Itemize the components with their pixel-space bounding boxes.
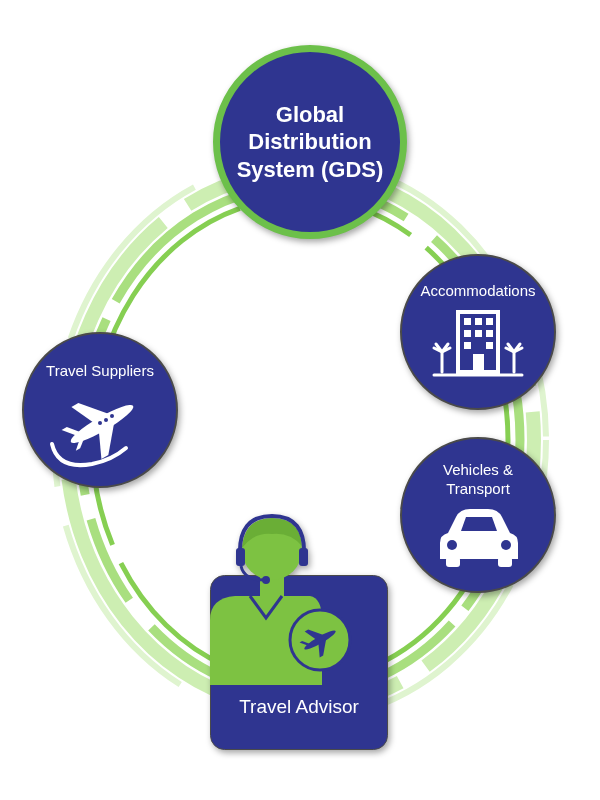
hotel-icon xyxy=(400,254,556,410)
advisor-icon xyxy=(210,510,388,700)
node-outline xyxy=(23,333,177,487)
car-icon xyxy=(400,437,556,593)
plane-icon xyxy=(22,332,178,488)
node-outline xyxy=(401,438,555,592)
advisor-box: Travel Advisor xyxy=(210,575,388,750)
supplier-circle: Travel Suppliers xyxy=(22,332,178,488)
node-label: Travel Advisor xyxy=(214,695,384,719)
node-outline xyxy=(217,49,404,236)
node-label: Vehicles & Transport xyxy=(422,461,534,499)
node-label: Travel Suppliers xyxy=(40,362,160,381)
node-outline xyxy=(211,576,388,750)
accommodation-circle: Accommodations xyxy=(400,254,556,410)
node-outline xyxy=(401,255,555,409)
gds-circle: Global Distribution System (GDS) xyxy=(213,45,407,239)
node-label: Accommodations xyxy=(416,282,540,301)
node-shape xyxy=(22,332,178,488)
node-label: Global Distribution System (GDS) xyxy=(235,101,385,184)
transport-circle: Vehicles & Transport xyxy=(400,437,556,593)
